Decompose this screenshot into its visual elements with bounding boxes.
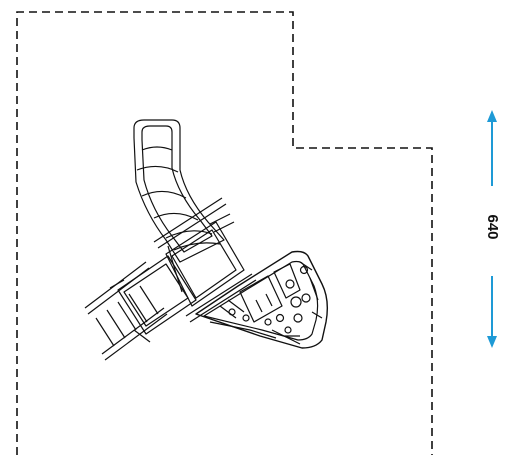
dimension-label: 640	[484, 214, 501, 240]
arrow-down-icon	[487, 336, 497, 348]
play-equipment	[84, 119, 329, 361]
safety-zone-boundary	[16, 11, 433, 455]
upper-platform	[153, 197, 257, 323]
access-ladder	[84, 261, 168, 361]
tube-slide	[133, 119, 225, 263]
climbing-structure	[195, 250, 329, 349]
dimension-indicator	[487, 110, 497, 348]
arrow-up-icon	[487, 110, 497, 122]
lower-platform	[109, 255, 197, 343]
